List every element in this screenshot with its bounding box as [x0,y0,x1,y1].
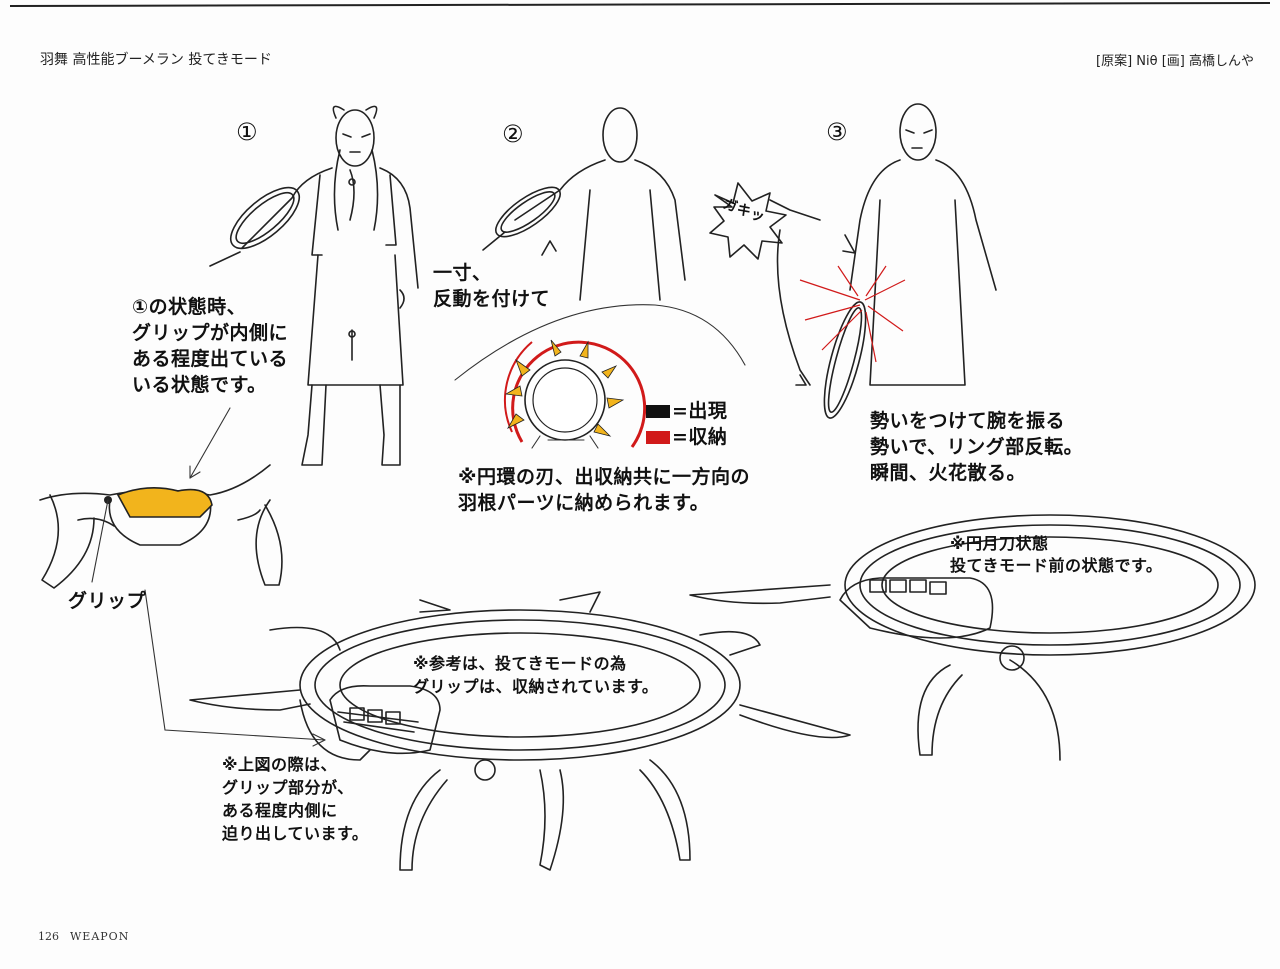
upper-fig-note-4: 迫り出しています。 [222,824,369,843]
upper-fig-note-2: グリップ部分が、 [222,778,354,797]
grip-highlight [116,487,213,518]
reference-note-1: ※参考は、投てきモードの為 [413,654,627,673]
step-two-number: ② [502,120,524,148]
blade-ring-diagram [504,339,647,449]
blades-note-1: ※円環の刃、出収納共に一方向の [458,466,750,488]
grip-label: グリップ [68,590,147,612]
recoil-note-1: 一寸、 [433,262,492,284]
figure-step-two [482,107,686,301]
reference-note-2: グリップは、収納されています。 [413,677,659,696]
legend-appear: =出現 [646,400,727,423]
page-top-rule [9,2,1271,7]
reference-ring [189,591,851,871]
sfx-burst [709,182,787,260]
step-one-number: ① [236,118,258,146]
step-three-number: ③ [826,118,848,146]
page-number: 126 [38,930,59,943]
grip-state-note-4: いる状態です。 [132,374,267,396]
upper-fig-note-3: ある程度内側に [222,801,338,820]
crescent-note-1: ※円月刀状態 [950,534,1049,553]
figure-step-one [209,105,419,466]
section-label: WEAPON [70,930,130,943]
swing-note-3: 瞬間、火花散る。 [870,462,1027,484]
ring-arc-guide [454,304,746,381]
crescent-note-2: 投てきモード前の状態です。 [950,556,1163,575]
upper-fig-note-1: ※上図の際は、 [222,755,338,774]
legend-store: =収納 [646,426,727,449]
legend-store-swatch [646,431,670,444]
page-title: 羽舞 高性能ブーメラン 投てきモード [40,52,272,68]
grip-closeup [39,464,283,589]
blades-note-2: 羽根パーツに納められます。 [458,492,710,514]
pointer-arrows [91,407,326,747]
spark-lines [799,265,906,363]
figure-step-three [769,103,997,419]
recoil-note-2: 反動を付けて [433,288,551,310]
credit-line: [原案] Niθ [画] 高橋しんや [1096,54,1254,69]
swing-note-1: 勢いをつけて腕を振る [870,410,1066,432]
grip-state-note-3: ある程度出ている [132,348,289,370]
crescent-ring [689,514,1256,761]
grip-state-note-2: グリップが内側に [132,322,289,344]
legend-appear-swatch [646,405,670,418]
grip-state-note-1: ①の状態時、 [132,296,247,318]
swing-note-2: 勢いで、リング部反転。 [870,436,1084,458]
